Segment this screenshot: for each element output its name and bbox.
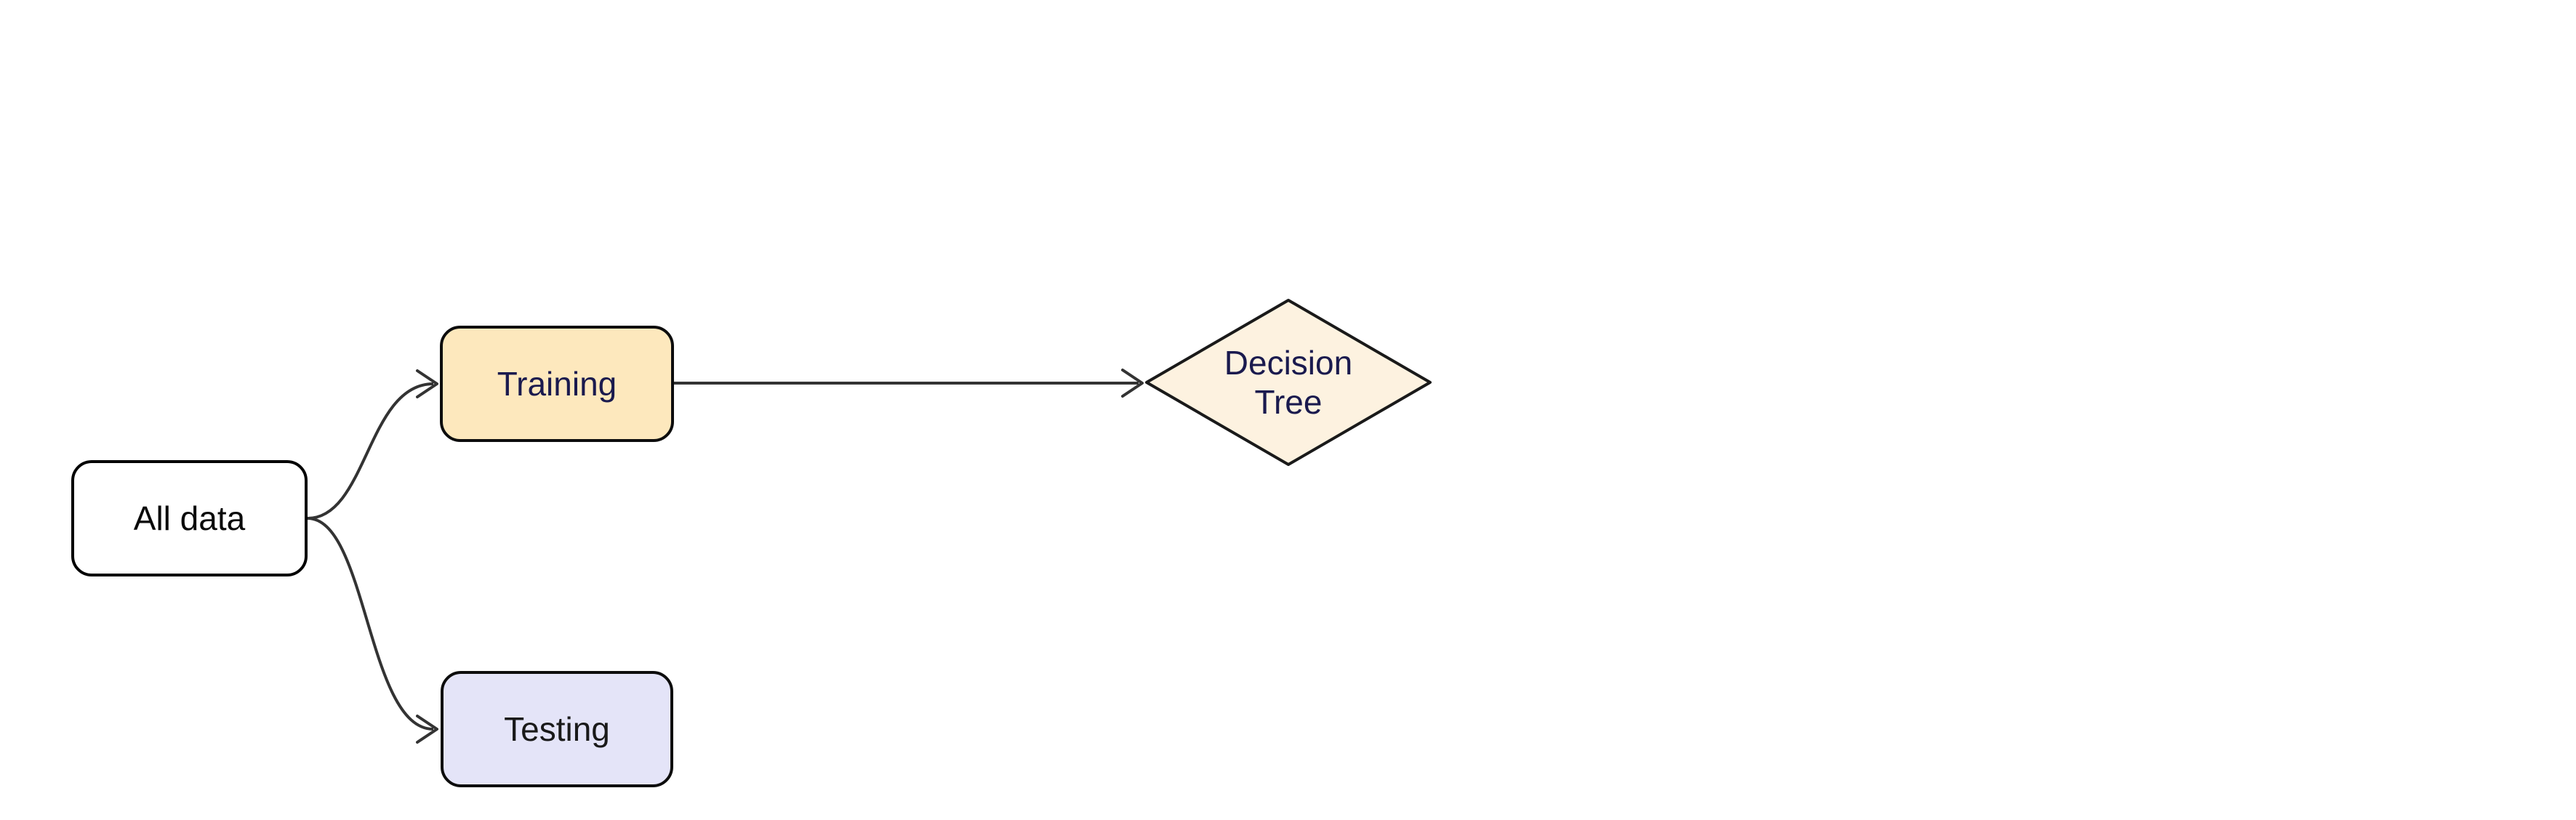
node-decision-tree-label-line2: Tree (1254, 383, 1323, 421)
node-decision-tree-label-line1: Decision (1224, 343, 1353, 382)
edge-all-data-to-training (307, 382, 434, 520)
node-all-data-label: All data (133, 499, 246, 537)
node-all-data: All data (71, 460, 308, 576)
node-decision-tree-label: Decision Tree (1201, 339, 1376, 426)
node-training: Training (440, 326, 674, 442)
node-testing: Testing (441, 671, 673, 787)
node-decision-tree-shape (1145, 299, 1432, 466)
arrowhead-icon-testing (416, 715, 438, 744)
edge-all-data-to-testing (307, 517, 434, 731)
arrowhead-icon-decision-tree (1121, 369, 1144, 398)
node-testing-label: Testing (504, 710, 610, 748)
node-training-label: Training (497, 364, 617, 403)
arrowhead-icon-training (416, 369, 438, 398)
